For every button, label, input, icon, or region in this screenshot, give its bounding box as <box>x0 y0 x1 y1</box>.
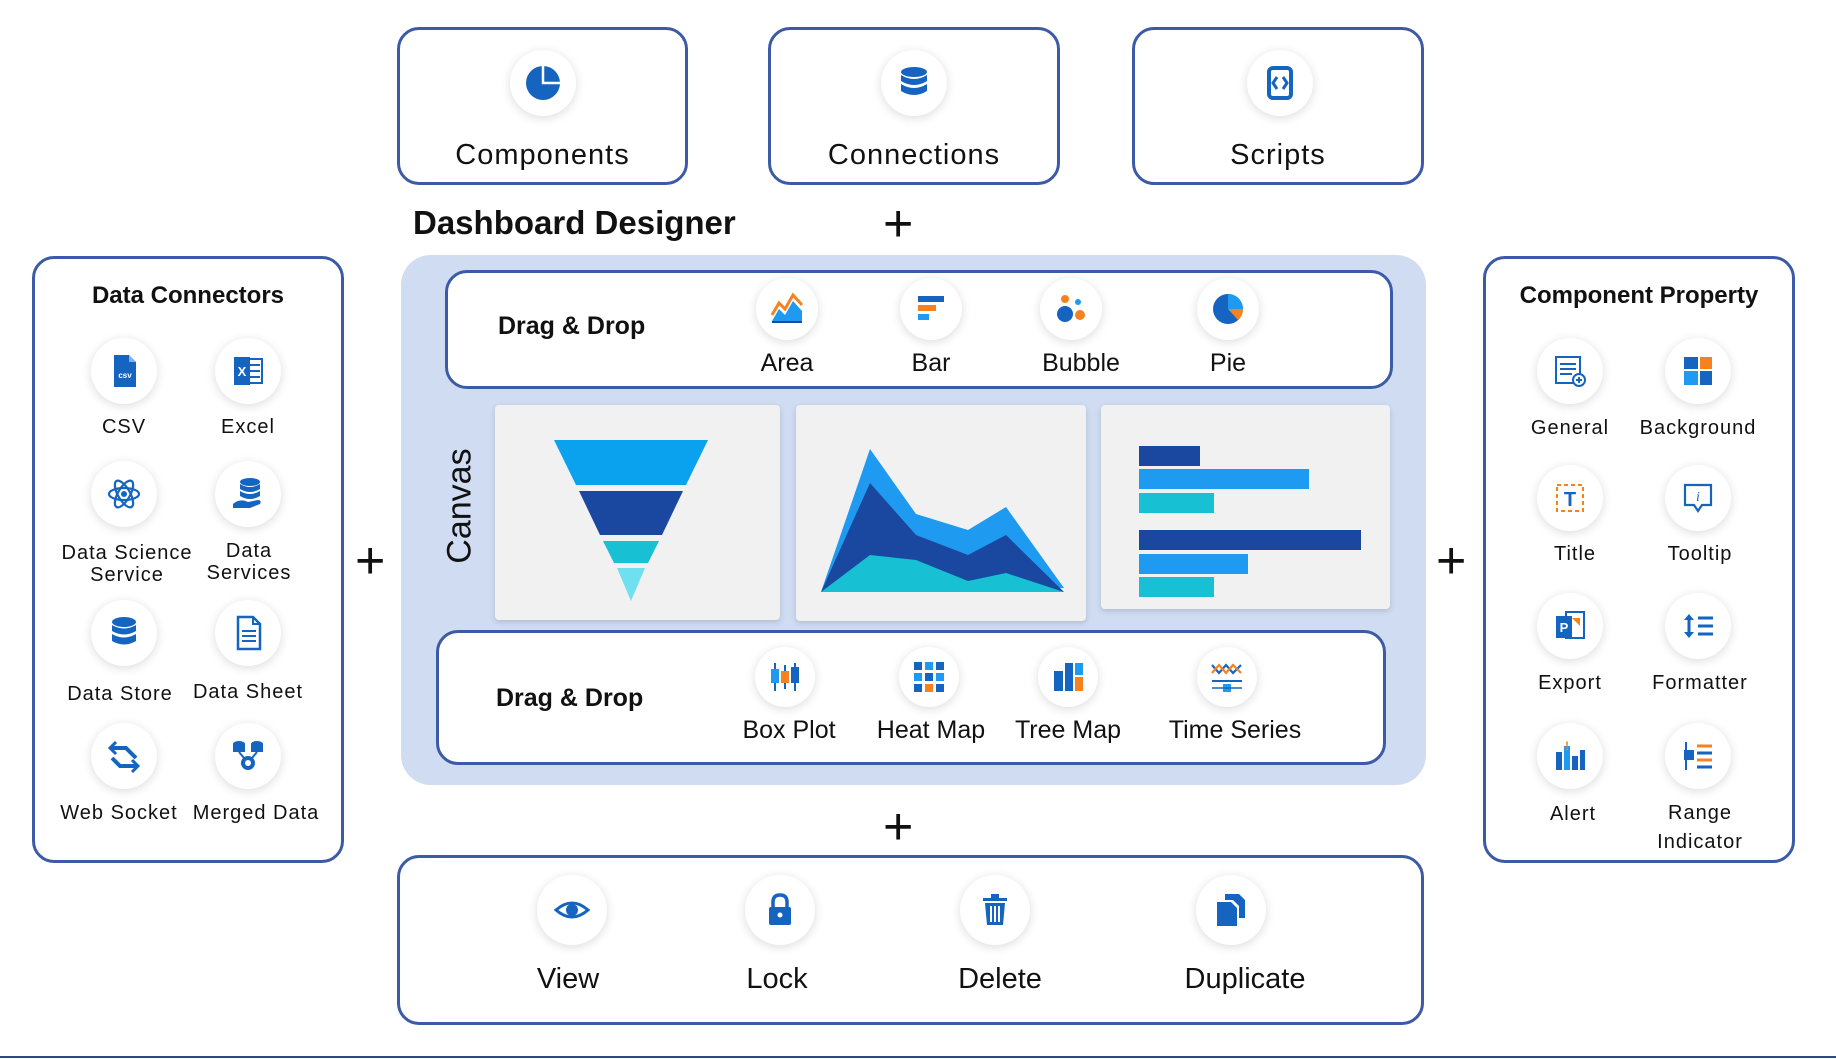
data-science-service-label: Data Science Service <box>61 542 193 586</box>
range-indicator-label: Range Indicator <box>1657 802 1743 853</box>
area-label: Area <box>760 349 814 377</box>
area-chart-panel[interactable] <box>796 405 1086 621</box>
tree-map-icon[interactable] <box>1038 647 1098 707</box>
bar-chart-graphic <box>1139 446 1361 597</box>
area-chart-icon[interactable] <box>756 278 818 340</box>
plus-top: + <box>883 195 914 253</box>
tooltip-icon[interactable]: i <box>1665 465 1731 531</box>
svg-text:!: ! <box>1565 739 1569 753</box>
svg-text:i: i <box>1696 490 1700 505</box>
bubble-chart-icon[interactable] <box>1040 278 1102 340</box>
formatter-icon[interactable] <box>1665 593 1731 659</box>
pie-icon[interactable] <box>1197 278 1259 340</box>
canvas-label: Canvas <box>440 448 479 564</box>
funnel-chart-panel[interactable] <box>495 405 780 620</box>
area-chart-graphic <box>821 449 1064 592</box>
delete-label: Delete <box>958 963 1042 995</box>
funnel-chart-graphic <box>554 440 708 601</box>
view-label: View <box>536 963 600 995</box>
bubble-label: Bubble <box>1042 349 1120 377</box>
database-icon <box>881 50 947 116</box>
bar-label: Bar <box>911 349 951 377</box>
connections-box[interactable]: Connections <box>768 27 1060 185</box>
data-sheet-icon[interactable] <box>215 600 281 666</box>
data-services-icon[interactable] <box>215 461 281 527</box>
bar-chart-icon[interactable] <box>900 278 962 340</box>
lock-icon[interactable] <box>745 875 815 945</box>
box-plot-icon[interactable] <box>755 647 815 707</box>
drag-drop-bottom-heading: Drag & Drop <box>496 684 644 712</box>
time-series-icon[interactable] <box>1197 647 1257 707</box>
merged-data-label: Merged Data <box>192 802 320 824</box>
merged-data-icon[interactable] <box>215 723 281 789</box>
alert-label: Alert <box>1549 803 1597 825</box>
drag-drop-top-heading: Drag & Drop <box>498 312 646 340</box>
plus-left: + <box>355 532 386 590</box>
pie-label: Pie <box>1209 349 1247 377</box>
components-label: Components <box>455 139 630 171</box>
csv-icon[interactable]: csv <box>91 338 157 404</box>
bottom-divider <box>0 1056 1836 1058</box>
trash-icon[interactable] <box>960 875 1030 945</box>
export-label: Export <box>1538 672 1602 694</box>
background-label: Background <box>1639 417 1757 439</box>
scripts-label: Scripts <box>1230 139 1326 171</box>
scripts-box[interactable]: Scripts <box>1132 27 1424 185</box>
data-connectors-heading: Data Connectors <box>91 282 285 309</box>
component-property-heading: Component Property <box>1519 282 1759 309</box>
page-title: Dashboard Designer <box>413 204 736 241</box>
data-store-label: Data Store <box>67 683 173 705</box>
excel-icon[interactable]: X <box>215 338 281 404</box>
svg-text:P: P <box>1560 620 1569 635</box>
heat-map-label: Heat Map <box>876 716 986 744</box>
lock-label: Lock <box>746 963 808 995</box>
general-label: General <box>1530 417 1610 439</box>
title-label: Title <box>1553 543 1597 565</box>
atom-icon[interactable] <box>91 461 157 527</box>
data-connectors-box: Data Connectors <box>32 256 344 863</box>
formatter-label: Formatter <box>1652 672 1748 694</box>
box-plot-label: Box Plot <box>742 716 836 744</box>
data-sheet-label: Data Sheet <box>192 681 304 703</box>
alert-icon[interactable]: ! <box>1537 723 1603 789</box>
duplicate-label: Duplicate <box>1184 963 1306 995</box>
title-icon[interactable]: T <box>1537 465 1603 531</box>
web-socket-icon[interactable] <box>91 723 157 789</box>
pie-chart-icon <box>510 50 576 116</box>
eye-icon[interactable] <box>537 875 607 945</box>
bar-chart-panel[interactable] <box>1101 405 1390 609</box>
svg-text:T: T <box>1564 489 1576 511</box>
time-series-label: Time Series <box>1168 716 1302 744</box>
csv-label: CSV <box>101 416 147 438</box>
components-box[interactable]: Components <box>397 27 688 185</box>
svg-text:csv: csv <box>118 371 132 380</box>
data-services-label: Data Services <box>206 540 292 584</box>
tooltip-label: Tooltip <box>1667 543 1733 565</box>
web-socket-label: Web Socket <box>60 802 178 824</box>
duplicate-icon[interactable] <box>1196 875 1266 945</box>
component-property-box: Component Property <box>1483 256 1795 863</box>
data-store-icon[interactable] <box>91 600 157 666</box>
tree-map-label: Tree Map <box>1014 716 1122 744</box>
plus-bottom: + <box>883 798 914 856</box>
general-icon[interactable] <box>1537 338 1603 404</box>
background-icon[interactable] <box>1665 338 1731 404</box>
connections-label: Connections <box>827 139 1001 171</box>
range-indicator-icon[interactable] <box>1665 723 1731 789</box>
script-icon <box>1247 50 1313 116</box>
plus-right: + <box>1436 532 1467 590</box>
excel-label: Excel <box>221 416 275 438</box>
svg-text:X: X <box>238 364 247 379</box>
heat-map-icon[interactable] <box>899 647 959 707</box>
export-icon[interactable]: P <box>1537 593 1603 659</box>
